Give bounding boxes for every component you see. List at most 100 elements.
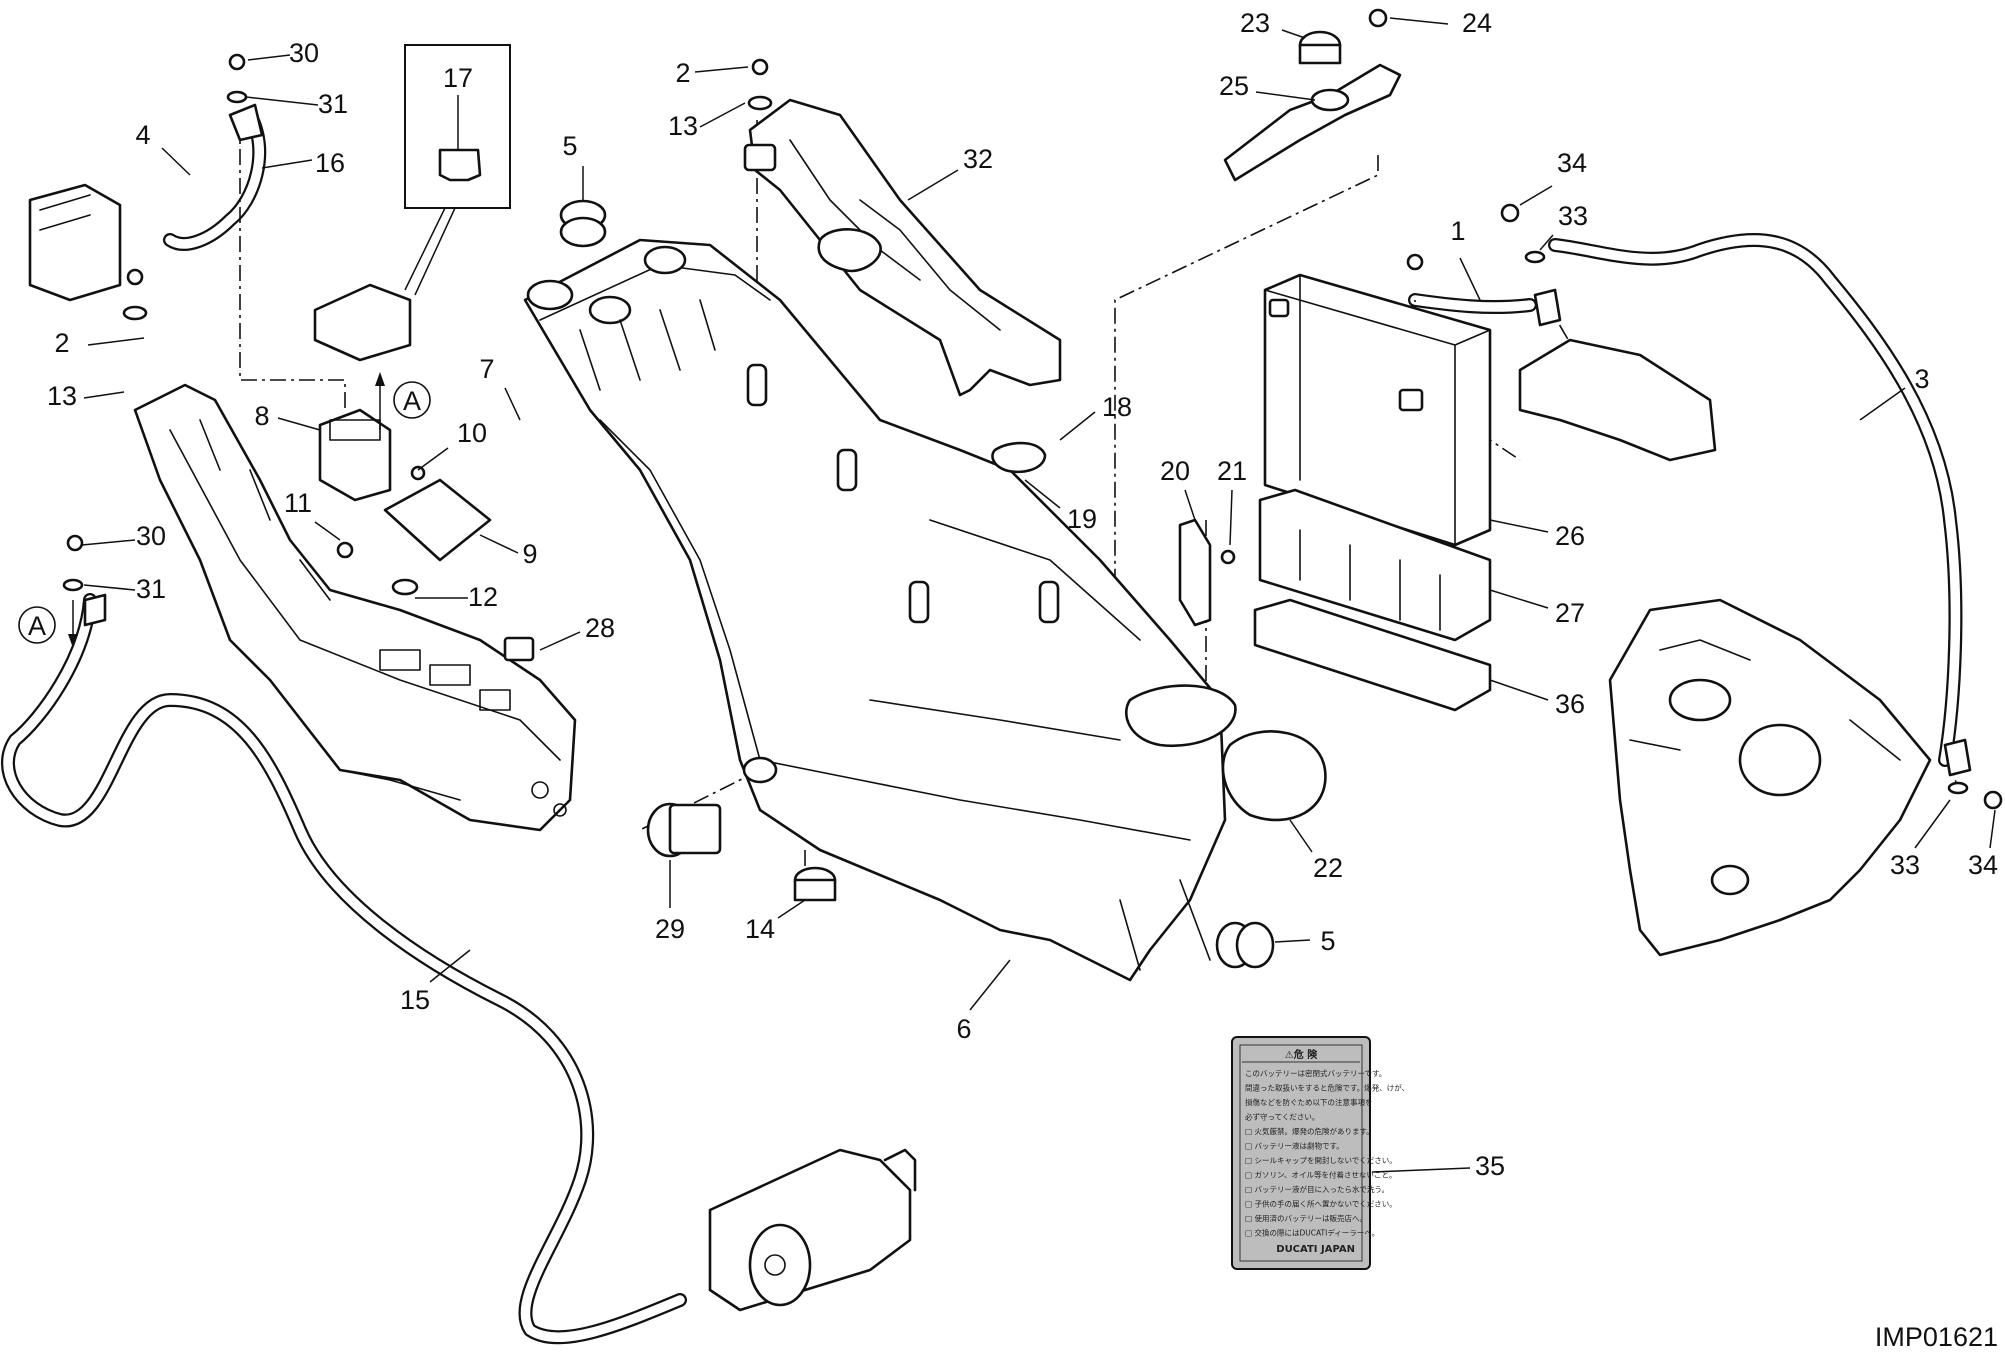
callout-15: 15 [400,985,430,1015]
circle-marker-a-top: A [375,372,431,430]
callout-10: 10 [457,418,487,448]
callout-2: 2 [54,328,69,358]
callout-28: 28 [585,613,615,643]
fuse-box-17 [404,44,511,296]
leader-c7 [504,387,521,421]
left-bracket-assembly [133,383,577,832]
callout-34: 34 [1968,850,1998,880]
bolts [66,8,2003,810]
leader-c19 [1024,479,1061,509]
callout-11: 11 [284,488,312,518]
battery-pad-36 [1253,598,1492,712]
leader-c30a [247,54,291,61]
battery-case-27 [1258,488,1492,642]
callout-1: 1 [1450,216,1465,246]
callout-35: 35 [1475,1151,1505,1181]
callout-3: 3 [1914,364,1929,394]
leader-c3 [1859,387,1906,421]
callout-31: 31 [136,574,166,604]
callout-13: 13 [668,111,698,141]
warning-label-35: ⚠危 険 このバッテリーは密閉式バッテリーです。間違った取扱いをすると危険です。… [1231,1036,1409,1270]
callout-8: 8 [254,401,269,431]
leader-c31a [245,96,319,106]
callout-25: 25 [1219,71,1249,101]
leader-c13a [83,391,125,399]
circle-marker-a-top-label: A [403,386,421,416]
leader-c9 [479,534,519,554]
leader-c27 [1489,589,1549,609]
callout-34: 34 [1557,148,1587,178]
callout-16: 16 [315,148,345,178]
warning-label-line: □ バッテリー液は劇物です。 [1245,1141,1344,1151]
callout-30: 30 [136,521,166,551]
leader-c16 [261,159,313,169]
warning-label-line: 間違った取扱いをすると危険です。爆発、けが、 [1245,1083,1409,1093]
leader-c35 [1371,1167,1471,1173]
solenoid-4 [28,183,122,302]
terminals [83,103,1972,777]
leader-c21 [1229,489,1233,546]
callout-32: 32 [963,144,993,174]
callout-19: 19 [1067,504,1097,534]
callout-12: 12 [468,582,498,612]
callout-fuse-17: 17 [443,63,473,93]
callout-22: 22 [1313,853,1343,883]
callout-leaders [81,17,1996,1173]
cable-1 [1408,293,1537,315]
cable-15 [0,593,687,1345]
callout-5: 5 [1320,926,1335,956]
callout-20: 20 [1160,456,1190,486]
strap-20 [1178,518,1212,627]
battery-tray-6 [523,238,1237,982]
leader-c24 [1389,17,1449,25]
case-cover-32 [743,98,1062,397]
callout-30: 30 [289,38,319,68]
grommet-5-bottom [1215,921,1275,969]
leader-c30b [81,539,136,546]
leader-c18 [1059,411,1096,441]
relay-cover-top [313,283,412,362]
leader-c23 [1281,29,1306,39]
grommet-5-top [559,199,607,248]
warning-label-brand: DUCATI JAPAN [1276,1244,1355,1255]
circle-marker-a-bottom-label: A [28,611,46,641]
drawing-code: IMP01621 [1875,1322,1998,1352]
callout-33: 33 [1890,850,1920,880]
warning-label-line: 必ず守ってください。 [1245,1112,1319,1122]
callout-29: 29 [655,914,685,944]
callout-numbers: 17 3031416213871011912303128155213321819… [47,8,1998,1181]
leader-c33a [1539,234,1554,251]
leader-c31b [83,584,136,591]
leader-c5b [1274,939,1311,943]
warning-label-line: このバッテリーは密閉式バッテリーです。 [1245,1068,1386,1078]
callout-24: 24 [1462,8,1492,38]
gear-14 [793,866,837,902]
callout-6: 6 [956,1014,971,1044]
leader-c28 [539,631,581,651]
callout-23: 23 [1240,8,1270,38]
warning-label-line: □ 火気厳禁。爆発の危険があります。 [1245,1126,1374,1136]
leader-c20 [1184,489,1196,521]
warning-label-line: □ 交換の際にはDUCATIディーラーへ。 [1245,1228,1379,1238]
callout-14: 14 [745,914,775,944]
warning-label-title: ⚠危 険 [1285,1048,1318,1061]
washers [62,90,1969,795]
bracket-28 [503,636,535,662]
callout-5: 5 [562,131,577,161]
warning-label-line: □ バッテリー液が目に入ったら水で洗う。 [1245,1184,1389,1194]
leader-c6 [969,959,1011,1011]
leader-c13b [699,102,746,128]
leader-c2a [87,337,145,346]
cover-rear [1518,338,1717,462]
leader-c34a [1519,185,1553,206]
callout-26: 26 [1555,521,1585,551]
starter-motor [708,1148,917,1312]
leader-c25 [1255,91,1316,101]
cable-16 [163,108,267,251]
leader-c11 [314,521,341,541]
warning-label-line: □ 使用済のバッテリーは販売店へ。 [1245,1213,1367,1223]
callout-31: 31 [318,89,348,119]
warning-label-line: 損傷などを防ぐため以下の注意事項を [1245,1097,1373,1107]
warning-label-line: □ シールキャップを開封しないでください。 [1245,1155,1397,1165]
